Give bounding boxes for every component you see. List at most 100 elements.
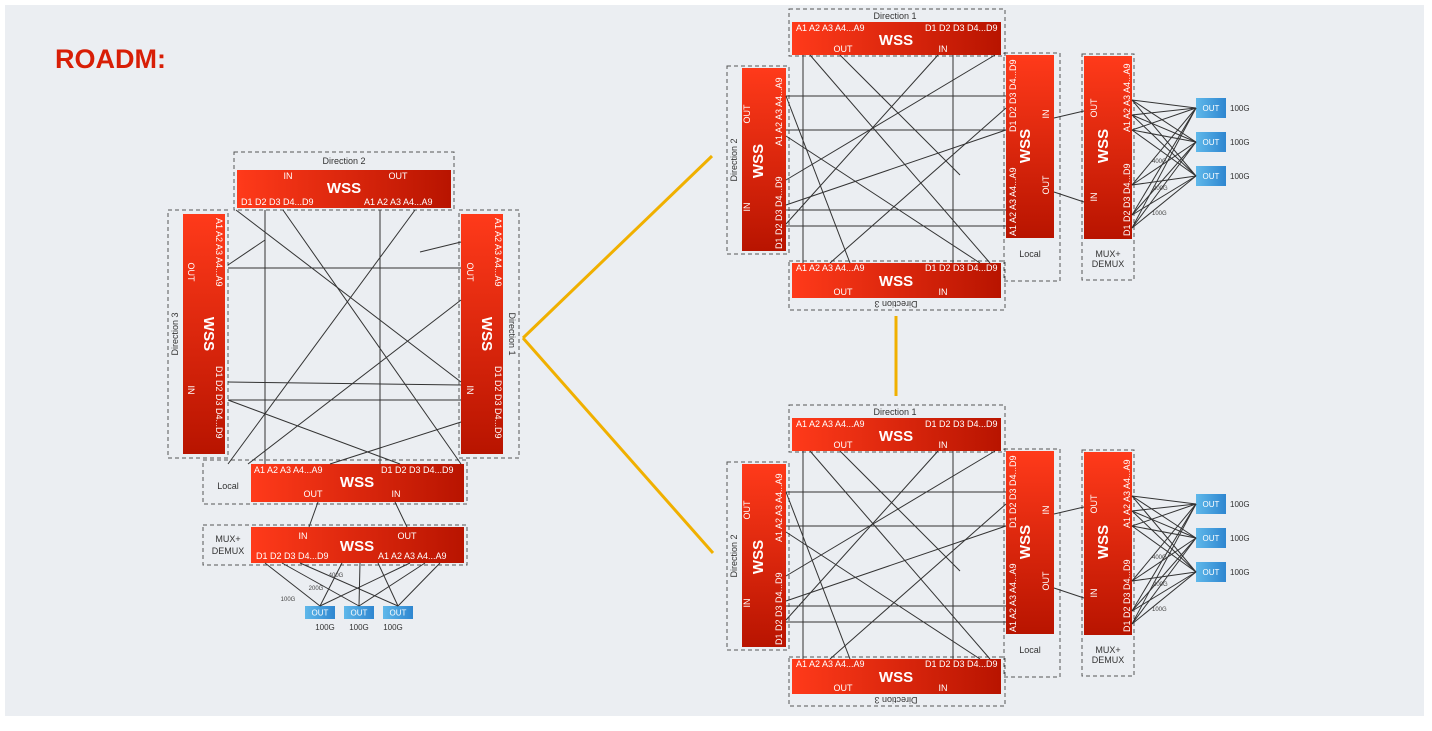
- fiber-line: [1131, 495, 1197, 505]
- fiber-line: [809, 450, 991, 660]
- fiber-line: [299, 562, 399, 607]
- port-out-label: OUT: [186, 263, 196, 283]
- add-ports-label: A1 A2 A3 A4...A9: [364, 197, 433, 207]
- fiber-line: [1131, 571, 1197, 625]
- wss-block-direction-3: [792, 659, 1001, 694]
- fiber-line: [397, 562, 441, 607]
- port-in-label: IN: [742, 599, 752, 608]
- local-frame: [1003, 52, 1061, 282]
- port-out-label: OUT: [389, 171, 409, 181]
- port-out-label: OUT: [742, 500, 752, 520]
- fiber-line: [358, 562, 426, 607]
- add-ports-label: A1 A2 A3 A4...A9: [1008, 563, 1018, 632]
- drop-ports-label: D1 D2 D3 D4...D9: [925, 659, 998, 669]
- fiber-line: [785, 129, 1007, 206]
- drop-ports-label: D1 D2 D3 D4...D9: [774, 176, 784, 249]
- fiber-line: [282, 209, 462, 465]
- fiber-line: [785, 450, 996, 577]
- fiber-line: [1131, 510, 1197, 539]
- fiber-line: [1131, 495, 1197, 539]
- transceiver-out-label: OUT: [1203, 534, 1220, 543]
- fiber-line: [1131, 503, 1197, 625]
- fiber-line: [785, 135, 981, 264]
- fiber-line: [227, 209, 416, 465]
- mux-demux-label: MUX+: [1095, 249, 1120, 259]
- drop-ports-label: D1 D2 D3 D4...D9: [1122, 559, 1132, 632]
- fiber-line: [1131, 99, 1197, 143]
- link-to-node-top: [521, 154, 714, 340]
- transceiver-out-label: OUT: [1203, 104, 1220, 113]
- link-to-node-bottom: [521, 337, 715, 554]
- port-out-label: OUT: [465, 263, 475, 283]
- fiber-line: [1131, 107, 1197, 186]
- wss-block-local: [1006, 55, 1054, 238]
- drop-ports-label: D1 D2 D3 D4...D9: [381, 465, 454, 475]
- fiber-line: [329, 421, 462, 465]
- direction-1-label: Direction 1: [873, 11, 916, 21]
- port-out-label: OUT: [1041, 175, 1051, 195]
- direction-3-frame: [788, 260, 1006, 311]
- port-out-label: OUT: [834, 287, 854, 297]
- port-in-label: IN: [392, 489, 401, 499]
- fiber-line: [1131, 99, 1197, 177]
- direction-1-label: Direction 1: [507, 312, 517, 355]
- port-in-label: IN: [939, 287, 948, 297]
- fiber-line: [1131, 503, 1197, 612]
- fiber-line: [1131, 141, 1197, 186]
- fiber-line: [785, 54, 939, 225]
- wss-label: WSS: [340, 538, 374, 555]
- fiber-line: [264, 562, 321, 607]
- fiber-line: [1131, 141, 1197, 229]
- direction-3-frame: [788, 656, 1006, 707]
- mux-demux-frame: [1081, 449, 1135, 677]
- mux-demux-label: DEMUX: [212, 546, 245, 556]
- wss-label: WSS: [750, 144, 767, 178]
- direction-2-label: Direction 2: [729, 138, 739, 181]
- add-ports-label: A1 A2 A3 A4...A9: [378, 551, 447, 561]
- fiber-line: [1131, 114, 1197, 177]
- drop-ports-label: D1 D2 D3 D4...D9: [493, 366, 503, 439]
- direction-3-label: Direction 3: [874, 695, 917, 705]
- transceiver-rate-label: 100G: [1230, 500, 1250, 509]
- fiber-line: [1131, 525, 1197, 539]
- transceiver-out: [1196, 132, 1226, 152]
- transceiver-out-label: OUT: [351, 609, 368, 618]
- wss-block-direction-2: [742, 464, 786, 647]
- rate-label: 100G: [1152, 607, 1167, 613]
- transceiver-out-label: OUT: [1203, 500, 1220, 509]
- fiber-line: [1131, 503, 1197, 512]
- rate-label: 400G: [1152, 159, 1167, 165]
- wss-block-direction-2: [237, 170, 451, 208]
- wss-label: WSS: [1095, 129, 1112, 163]
- fiber-line: [785, 95, 851, 264]
- direction-1-frame: [788, 8, 1006, 57]
- fiber-line: [1131, 537, 1197, 612]
- transceiver-rate-label: 100G: [1230, 534, 1250, 543]
- transceiver-out: [305, 606, 335, 619]
- fiber-line: [1131, 114, 1197, 143]
- transceiver-out-label: OUT: [312, 609, 329, 618]
- wss-block-direction-2: [742, 68, 786, 251]
- transceiver-rate-label: 100G: [1230, 138, 1250, 147]
- wss-label: WSS: [340, 474, 374, 491]
- mux-demux-label: MUX+: [215, 534, 240, 544]
- drop-ports-label: D1 D2 D3 D4...D9: [1008, 59, 1018, 132]
- transceiver-rate-label: 100G: [1230, 568, 1250, 577]
- fiber-line: [247, 299, 462, 465]
- fiber-line: [1131, 129, 1197, 177]
- fiber-line: [1131, 107, 1197, 229]
- add-ports-label: A1 A2 A3 A4...A9: [774, 77, 784, 146]
- direction-1-frame: [788, 404, 1006, 453]
- transceiver-out: [1196, 166, 1226, 186]
- add-ports-label: A1 A2 A3 A4...A9: [796, 23, 865, 33]
- transceiver-out: [1196, 562, 1226, 582]
- fiber-line: [1131, 107, 1197, 131]
- fiber-line: [319, 562, 343, 607]
- direction-2-frame: [726, 461, 790, 651]
- drop-ports-label: D1 D2 D3 D4...D9: [214, 366, 224, 439]
- drop-ports-label: D1 D2 D3 D4...D9: [925, 419, 998, 429]
- transceiver-out-label: OUT: [1203, 138, 1220, 147]
- drop-ports-label: D1 D2 D3 D4...D9: [774, 572, 784, 645]
